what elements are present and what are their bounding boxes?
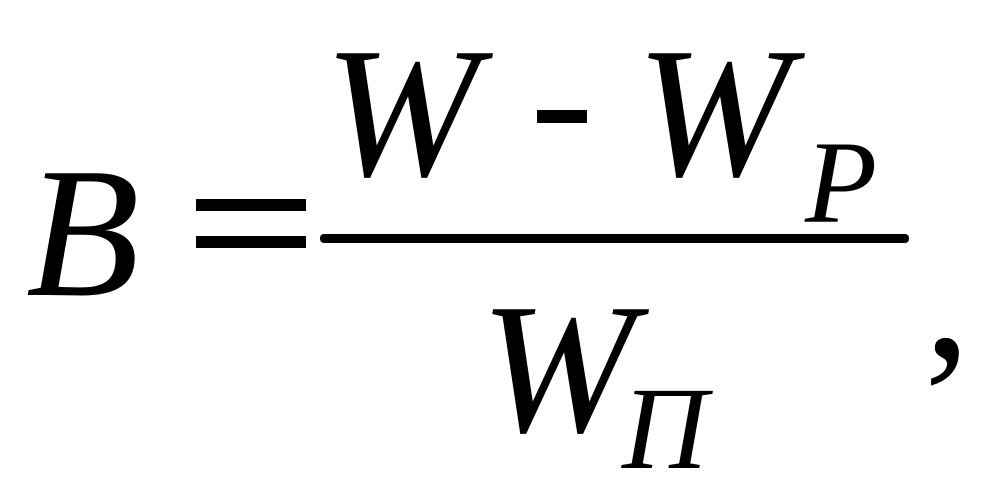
trailing-comma: , [924,192,971,398]
denominator-term-w: W [480,266,635,472]
numerator-term-wp: W [636,10,791,216]
subscript-pi: П [622,363,708,494]
variable-b: B [26,130,140,336]
minus-sign [537,110,587,123]
fraction-bar [320,234,909,243]
numerator-term-w: W [324,10,479,216]
subscript-p: P [805,117,878,248]
equals-sign [196,185,306,265]
